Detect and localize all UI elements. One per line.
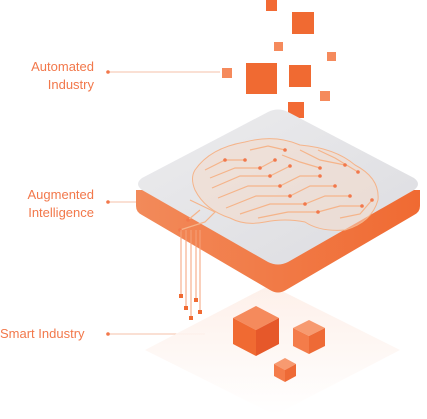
cube-icon (293, 320, 325, 354)
label-augmented-line2: Intelligence (28, 205, 94, 220)
cube-icon (274, 42, 283, 51)
label-smart-industry: Smart Industry (0, 325, 85, 343)
cube-icon (327, 52, 336, 61)
cube-icon (292, 12, 314, 34)
cube-icon (274, 358, 296, 382)
cube-icon (288, 102, 304, 118)
smart-industry-cubes (233, 306, 325, 382)
cube-icon (233, 306, 279, 356)
floor-glow (145, 285, 400, 415)
cube-icon (222, 68, 232, 78)
label-automated-line1: Automated (31, 59, 94, 74)
cube-icon (246, 63, 277, 94)
label-smart-line1: Smart Industry (0, 326, 85, 341)
cube-icon (289, 65, 311, 87)
floating-cubes (222, 0, 336, 143)
cube-icon (320, 91, 330, 101)
label-automated-industry: Automated Industry (31, 58, 94, 94)
cube-icon (266, 0, 277, 11)
label-augmented-intelligence: Augmented Intelligence (28, 186, 95, 222)
label-automated-line2: Industry (47, 77, 94, 92)
hanging-wires (179, 230, 202, 320)
label-augmented-line1: Augmented (27, 187, 95, 202)
brain-circuit-icon (178, 138, 379, 232)
